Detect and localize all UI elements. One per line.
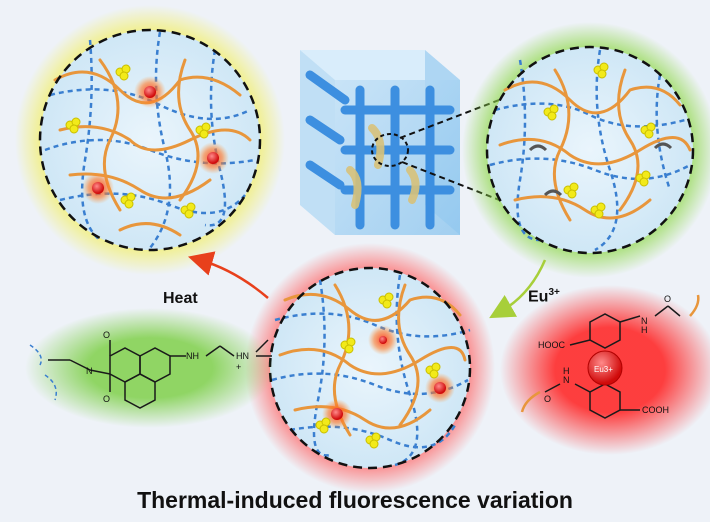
europium-ion <box>587 350 623 386</box>
amide-n-top: N <box>641 316 648 326</box>
carbonyl-o-bottom: O <box>103 394 110 404</box>
amide-o-top: O <box>664 294 671 304</box>
cooh-label: COOH <box>642 405 669 415</box>
figure-caption: Thermal-induced fluorescence variation <box>137 487 573 513</box>
europium-ion-label: Eu3+ <box>594 365 613 374</box>
europium-state-circle <box>245 243 495 493</box>
cube-lattice <box>305 70 455 230</box>
carbonyl-o-top: O <box>103 330 110 340</box>
europium-label-charge: 3+ <box>548 287 560 298</box>
initial-state-circle <box>462 22 710 278</box>
europium-label: Eu3+ <box>528 287 560 306</box>
amide-h-top: H <box>641 325 648 335</box>
amide-o-bottom: O <box>544 394 551 404</box>
europium-arrow <box>489 259 547 319</box>
heat-arrow <box>187 251 269 299</box>
amide-n-bottom: N <box>563 375 570 385</box>
heat-label: Heat <box>163 290 198 307</box>
ammonium-hn-label: HN <box>236 351 249 361</box>
europium-label-symbol: Eu <box>528 288 549 306</box>
ammonium-plus-label: + <box>236 362 241 372</box>
naphthalimide-probe-structure: O O N NH HN + <box>25 308 275 428</box>
amide-h-bottom: H <box>563 366 570 376</box>
heated-state-circle <box>15 5 285 275</box>
europium-complex-structure: HOOC COOH N H O N H O Eu3+ <box>500 285 710 455</box>
probe-clusters <box>65 64 211 219</box>
hooc-label: HOOC <box>538 340 566 350</box>
imide-n: N <box>86 366 93 376</box>
amine-nh-label: NH <box>186 351 199 361</box>
